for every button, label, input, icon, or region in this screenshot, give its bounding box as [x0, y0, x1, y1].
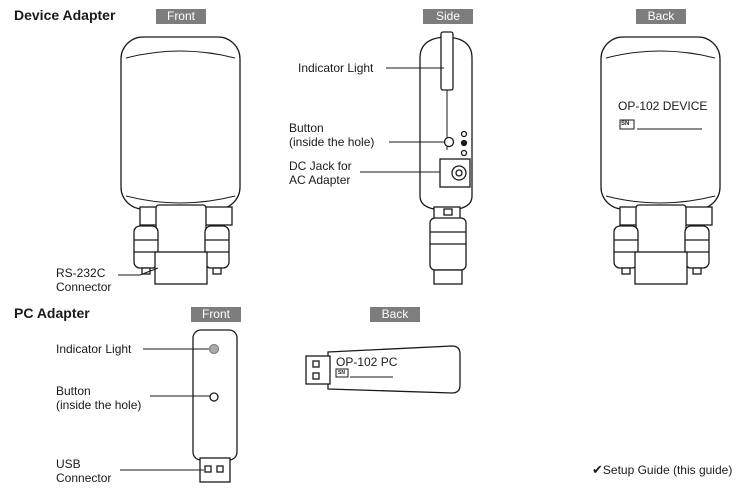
label-button-pc-line1: Button — [56, 384, 91, 398]
tab-device-back: Back — [636, 9, 686, 24]
label-button-pc: Button (inside the hole) — [56, 384, 141, 412]
label-button-pc-line2: (inside the hole) — [56, 398, 142, 412]
pc-back-model-label: OP-102 PC — [336, 355, 398, 369]
label-button-line2: (inside the hole) — [289, 135, 375, 149]
label-button-side: Button (inside the hole) — [289, 121, 374, 149]
tab-device-side: Side — [423, 9, 473, 24]
tab-pc-front: Front — [191, 307, 241, 322]
label-button-line1: Button — [289, 121, 324, 135]
tab-pc-back: Back — [370, 307, 420, 322]
label-usb-connector: USB Connector — [56, 457, 111, 485]
label-rs232c: RS-232C Connector — [56, 266, 111, 294]
label-indicator-light-pc: Indicator Light — [56, 342, 132, 356]
label-indicator-light-side: Indicator Light — [298, 61, 374, 75]
pc-front-drawing — [192, 329, 238, 483]
device-back-sn-badge: SN — [621, 121, 630, 127]
pc-back-sn-badge: SN — [338, 370, 345, 376]
label-rs232c-line1: RS-232C — [56, 266, 106, 280]
setup-guide: ✔Setup Guide (this guide) — [592, 462, 732, 478]
device-back-model-label: OP-102 DEVICE — [618, 99, 708, 113]
label-dc-jack-line2: AC Adapter — [289, 173, 351, 187]
device-side-drawing — [419, 31, 473, 285]
setup-guide-label: Setup Guide (this guide) — [602, 463, 733, 477]
label-rs232c-line2: Connector — [56, 280, 112, 294]
tab-device-front: Front — [156, 9, 206, 24]
device-adapter-title: Device Adapter — [14, 7, 116, 23]
pc-back-drawing — [305, 345, 461, 394]
label-dc-jack: DC Jack for AC Adapter — [289, 159, 352, 187]
leader-lines — [118, 67, 445, 471]
label-usb-line2: Connector — [56, 471, 112, 485]
label-usb-line1: USB — [56, 457, 81, 471]
checkmark-icon: ✔ — [592, 462, 603, 477]
device-back-drawing — [600, 36, 721, 285]
label-dc-jack-line1: DC Jack for — [289, 159, 352, 173]
pc-adapter-title: PC Adapter — [14, 305, 90, 321]
device-front-drawing — [120, 36, 241, 285]
